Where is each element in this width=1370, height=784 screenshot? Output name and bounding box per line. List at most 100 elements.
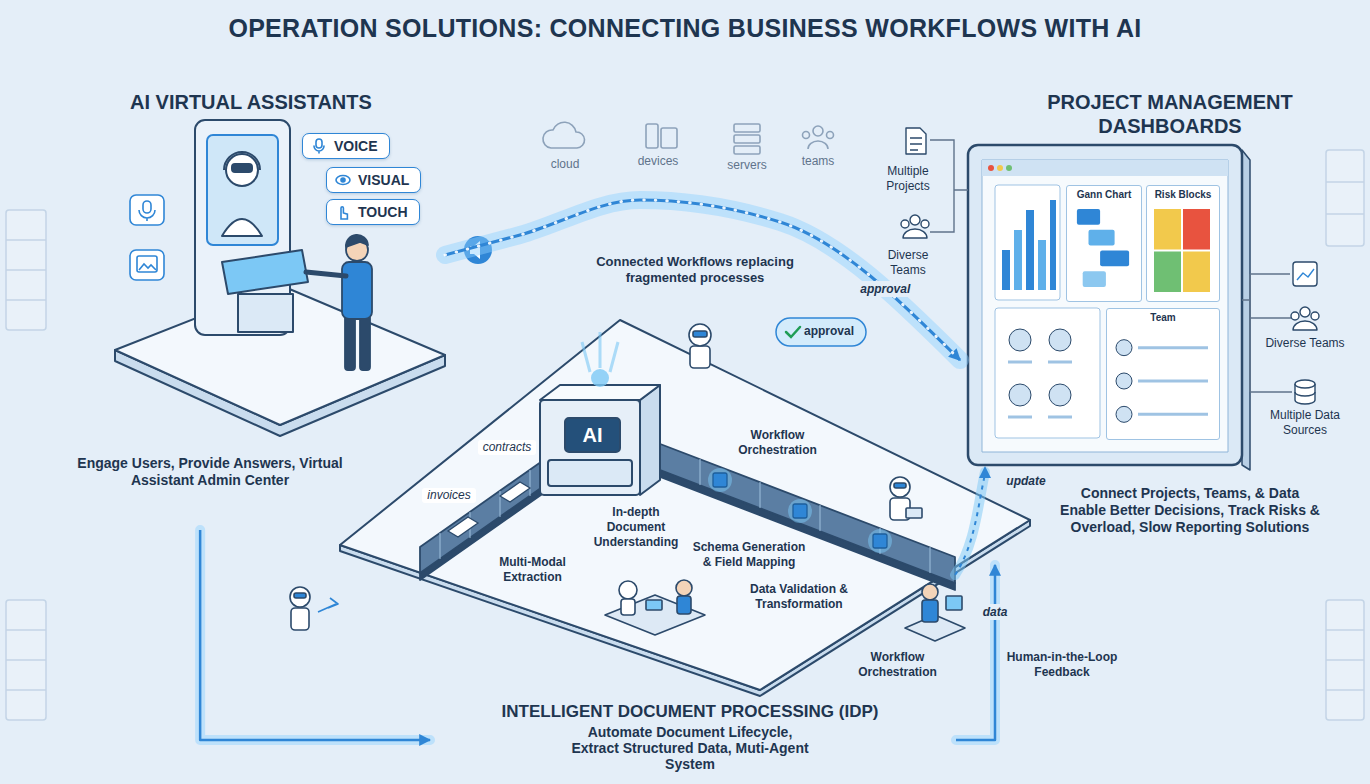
agent-robot: [894, 483, 906, 488]
connector-glow: [956, 565, 995, 740]
agent-robot: [318, 598, 338, 612]
dashboard-panel: Team: [1106, 308, 1220, 440]
resource-icon: [661, 128, 677, 148]
source-icon: [1300, 307, 1310, 317]
data-stream: [955, 466, 991, 575]
annotation-label: Multiple Data Sources: [1262, 408, 1348, 438]
server-rack: [6, 210, 46, 330]
label-frame: Multiple Data Sources: [1262, 408, 1348, 438]
mode-icon: [316, 139, 322, 148]
team-avatar: [1116, 340, 1132, 356]
user-figure: [345, 315, 355, 370]
agent-robot: [690, 346, 710, 368]
text-frame: INTELLIGENT DOCUMENT PROCESSING (IDP): [430, 702, 950, 723]
input-icon: [139, 210, 155, 221]
source-icon: [910, 138, 922, 150]
source-icon: [903, 229, 927, 238]
document-sheet: [448, 517, 478, 537]
connector-label-frame: data: [979, 604, 1012, 620]
annotation-label: Diverse Teams: [1262, 336, 1348, 351]
agent-robot: [689, 324, 711, 346]
dashboard-monitor: [1006, 165, 1012, 171]
idp-platform: [340, 320, 1030, 690]
label-frame: Workflow Orchestration: [850, 650, 945, 680]
dashboard-monitor: [988, 165, 994, 171]
input-icon: [130, 195, 164, 225]
ai-machine: [640, 385, 660, 495]
mode-icon: [341, 207, 347, 219]
source-icon: [901, 220, 909, 228]
input-icon: [130, 195, 164, 280]
ai-machine: [540, 385, 660, 400]
text-frame: Connect Projects, Teams, & Data Enable B…: [1060, 485, 1320, 536]
label-frame: Diverse Teams: [1262, 336, 1348, 351]
dashboard-monitor: [1008, 362, 1072, 417]
label-frame: Workflow Orchestration: [730, 428, 825, 458]
resource-icon: [543, 122, 585, 148]
mode-icon: [336, 176, 350, 185]
agent-robot: [906, 508, 922, 518]
text-frame: Automate Document Lifecycle, Extract Str…: [565, 724, 815, 772]
ai-machine: [540, 385, 660, 495]
data-chip: [788, 499, 812, 523]
ai-machine: [540, 400, 640, 495]
kiosk: [222, 219, 262, 236]
kiosk: [224, 152, 260, 170]
server-rack: [1326, 150, 1364, 246]
dashboard-region: Gann ChartRisk BlocksTeamPROJECT MANAGEM…: [960, 85, 1355, 565]
node-text: Connect Projects, Teams, & Data Enable B…: [1060, 485, 1320, 536]
desk-team: [621, 599, 635, 615]
dashboard-bracket: [1242, 274, 1292, 392]
node-text: Engage Users, Provide Answers, Virtual A…: [60, 455, 360, 489]
data-stream: [955, 474, 985, 575]
annotation-label: In-depth Document Understanding: [590, 505, 682, 550]
dashboard-monitor: [1009, 384, 1031, 406]
label-frame: cloud: [537, 157, 593, 172]
source-icon: [921, 220, 929, 228]
label-frame: Human-in-the-Loop Feedback: [1003, 650, 1121, 680]
dashboard-monitor: [1002, 250, 1010, 290]
desk-team: [922, 584, 938, 600]
machine-glow: [582, 332, 618, 372]
source-icon: [1293, 262, 1317, 286]
label-frame: teams: [790, 154, 846, 169]
node-text: Automate Document Lifecycle, Extract Str…: [565, 724, 815, 772]
source-icon: [1293, 321, 1317, 330]
annotation-label: Workflow Orchestration: [850, 650, 945, 680]
gantt-bar: [1100, 251, 1129, 267]
idp-region: INTELLIGENT DOCUMENT PROCESSING (IDP)Aut…: [430, 698, 956, 782]
approval-badge: [776, 318, 866, 346]
annotation-label: servers: [719, 158, 775, 173]
dashboard-panel: Risk Blocks: [1146, 185, 1220, 302]
server-rack: [1326, 630, 1364, 690]
annotation-label: Multi-Modal Extraction: [480, 555, 585, 585]
conveyor-belt: [440, 470, 530, 559]
text-frame: AI VIRTUAL ASSISTANTS: [130, 90, 430, 114]
mode-icon: [311, 138, 327, 154]
dashboard-monitor: [1014, 230, 1022, 290]
mode-bubble: VOICE: [302, 133, 390, 159]
source-icon: [906, 128, 926, 154]
resource-icon: [808, 141, 828, 149]
panel-title: Team: [1110, 312, 1216, 324]
risk-cell: [1154, 252, 1181, 293]
label-frame: Multiple Projects: [872, 164, 944, 194]
mode-label: TOUCH: [358, 204, 408, 220]
connector: [200, 530, 430, 740]
conveyor-belt: [655, 468, 955, 590]
source-icon: [1311, 312, 1319, 320]
resource-icon: [803, 132, 810, 139]
mode-label: VOICE: [334, 138, 378, 154]
annotation-label: invoices: [422, 488, 476, 503]
ai-machine: [565, 418, 620, 452]
connector-particles: [445, 200, 960, 360]
risk-cell: [1154, 209, 1181, 250]
agent-robot: [890, 477, 910, 497]
connector-label-frame: approval: [856, 281, 914, 297]
server-rack: [6, 630, 46, 690]
kiosk: [207, 135, 278, 245]
desk-team: [646, 600, 662, 610]
annotation-label: Workflow Orchestration: [730, 428, 825, 458]
resource-icon: [543, 122, 834, 154]
